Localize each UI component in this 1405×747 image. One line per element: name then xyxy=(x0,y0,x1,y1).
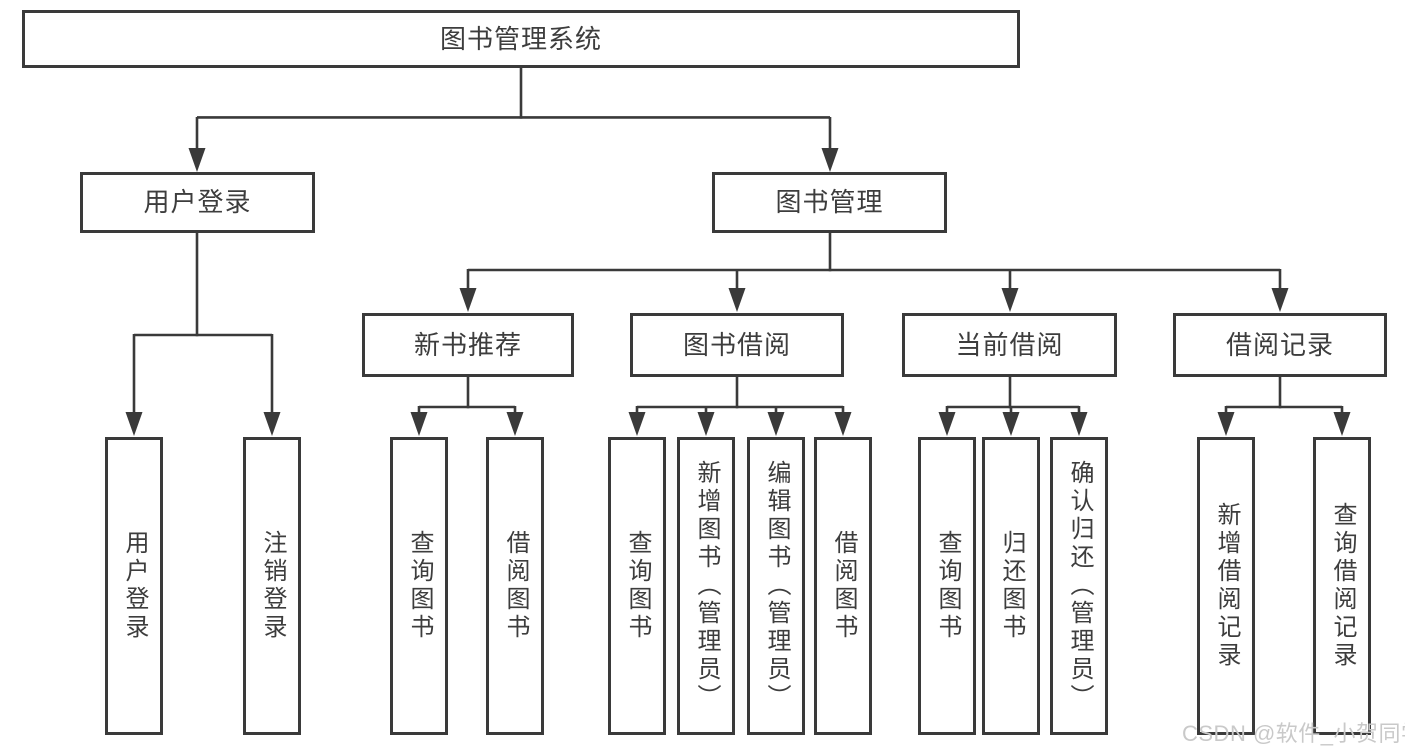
arrowhead-down-icon xyxy=(188,148,206,172)
leaf-logout: 注销登录 xyxy=(243,437,301,735)
node-borrow-records: 借阅记录 xyxy=(1173,313,1387,377)
leaf-recommend-borrow-books: 借阅图书 xyxy=(486,437,544,735)
arrowhead-down-icon xyxy=(1217,412,1235,436)
leaf-borrowing-add-book-admin: 新增图书（管理员） xyxy=(677,437,735,735)
arrowhead-down-icon xyxy=(767,412,785,436)
arrowhead-down-icon xyxy=(1333,412,1351,436)
node-current-borrowing: 当前借阅 xyxy=(902,313,1117,377)
leaf-recommend-query-books: 查询图书 xyxy=(390,437,448,735)
connector-user-login-to-children xyxy=(125,232,281,436)
csdn-watermark: CSDN @软件_小贺同学 xyxy=(1182,721,1405,746)
arrowhead-down-icon xyxy=(697,412,715,436)
leaf-borrowing-query-books: 查询图书 xyxy=(608,437,666,735)
leaf-current-return-books: 归还图书 xyxy=(982,437,1040,735)
leaf-borrowing-edit-book-admin: 编辑图书（管理员） xyxy=(747,437,805,735)
connector-root-to-level2 xyxy=(188,68,839,172)
leaf-borrowing-borrow-books: 借阅图书 xyxy=(814,437,872,735)
node-new-book-recommend: 新书推荐 xyxy=(362,313,574,377)
arrowhead-down-icon xyxy=(263,412,281,436)
node-library-management-system: 图书管理系统 xyxy=(22,10,1020,68)
connector-new-book-recommend-to-children xyxy=(410,377,524,436)
leaf-current-query-books: 查询图书 xyxy=(918,437,976,735)
arrowhead-down-icon xyxy=(1002,412,1020,436)
leaf-records-query-borrow-record: 查询借阅记录 xyxy=(1313,437,1371,735)
node-book-management: 图书管理 xyxy=(712,172,947,233)
connector-borrow-records-to-children xyxy=(1217,377,1351,436)
connector-book-management-to-level3 xyxy=(459,233,1289,312)
arrowhead-down-icon xyxy=(1070,412,1088,436)
leaf-current-confirm-return-admin: 确认归还（管理员） xyxy=(1050,437,1108,735)
arrowhead-down-icon xyxy=(1271,288,1289,312)
arrowhead-down-icon xyxy=(821,148,839,172)
arrowhead-down-icon xyxy=(728,288,746,312)
leaf-records-add-borrow-record: 新增借阅记录 xyxy=(1197,437,1255,735)
arrowhead-down-icon xyxy=(938,412,956,436)
node-user-login: 用户登录 xyxy=(80,172,315,233)
arrowhead-down-icon xyxy=(834,412,852,436)
arrowhead-down-icon xyxy=(628,412,646,436)
node-book-borrowing: 图书借阅 xyxy=(630,313,844,377)
connector-current-borrowing-to-children xyxy=(938,377,1088,436)
arrowhead-down-icon xyxy=(125,412,143,436)
connector-book-borrowing-to-children xyxy=(628,377,852,436)
arrowhead-down-icon xyxy=(459,288,477,312)
arrowhead-down-icon xyxy=(506,412,524,436)
leaf-user-login: 用户登录 xyxy=(105,437,163,735)
arrowhead-down-icon xyxy=(410,412,428,436)
arrowhead-down-icon xyxy=(1001,288,1019,312)
